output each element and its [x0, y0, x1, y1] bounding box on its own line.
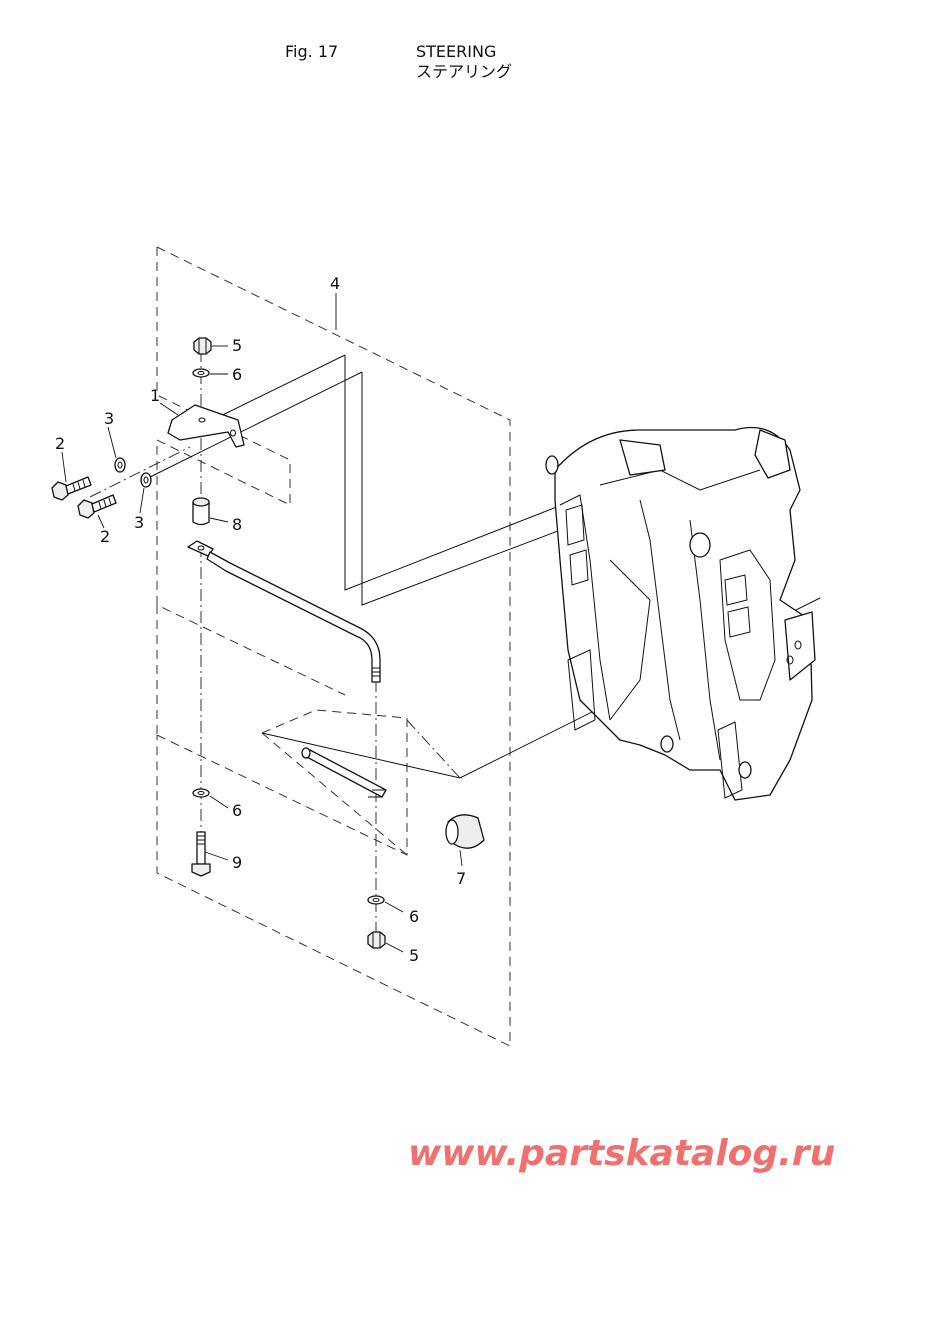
steering-link-rod	[187, 540, 381, 683]
watermark: www.partskatalog.ru	[408, 1133, 836, 1174]
callout-8: 8	[232, 515, 242, 534]
callout-4: 4	[330, 274, 340, 293]
steering-shaft	[301, 747, 387, 798]
lock-nut-bottom	[367, 931, 386, 949]
leader-lines	[61, 293, 463, 953]
bolt-9	[191, 831, 211, 877]
callout-3-lower: 3	[134, 513, 144, 532]
callout-5-bottom: 5	[409, 946, 419, 965]
grease-cap	[445, 814, 485, 849]
figure-title-japanese: ステアリング	[416, 62, 513, 81]
figure-number: Fig. 17	[285, 42, 339, 61]
callout-labels: 4 5 6 1 3 2 3 2 8 6 9 7 6 5	[55, 274, 466, 965]
figure-title-english: STEERING	[416, 42, 497, 61]
callout-2-lower: 2	[100, 527, 110, 546]
callout-6-top: 6	[232, 365, 242, 384]
washer-3b	[140, 472, 152, 488]
callout-6-lower-right: 6	[409, 907, 419, 926]
callout-9: 9	[232, 853, 242, 872]
kit-boundary	[156, 246, 511, 1047]
callout-2-upper: 2	[55, 434, 65, 453]
bolt-2b	[77, 494, 117, 519]
washer-top	[192, 368, 210, 378]
swivel-bracket-assembly	[545, 426, 816, 801]
lock-nut-top	[193, 337, 212, 355]
callout-7: 7	[456, 869, 466, 888]
callout-1: 1	[150, 386, 160, 405]
bolt-2a	[51, 476, 92, 501]
washer-lower-left	[192, 788, 210, 798]
collar	[192, 497, 210, 526]
bracket	[167, 404, 245, 448]
callout-5-top: 5	[232, 336, 242, 355]
callout-6-lower-left: 6	[232, 801, 242, 820]
washer-3a	[114, 457, 126, 473]
callout-3-upper: 3	[104, 409, 114, 428]
washer-lower-right	[367, 895, 385, 905]
